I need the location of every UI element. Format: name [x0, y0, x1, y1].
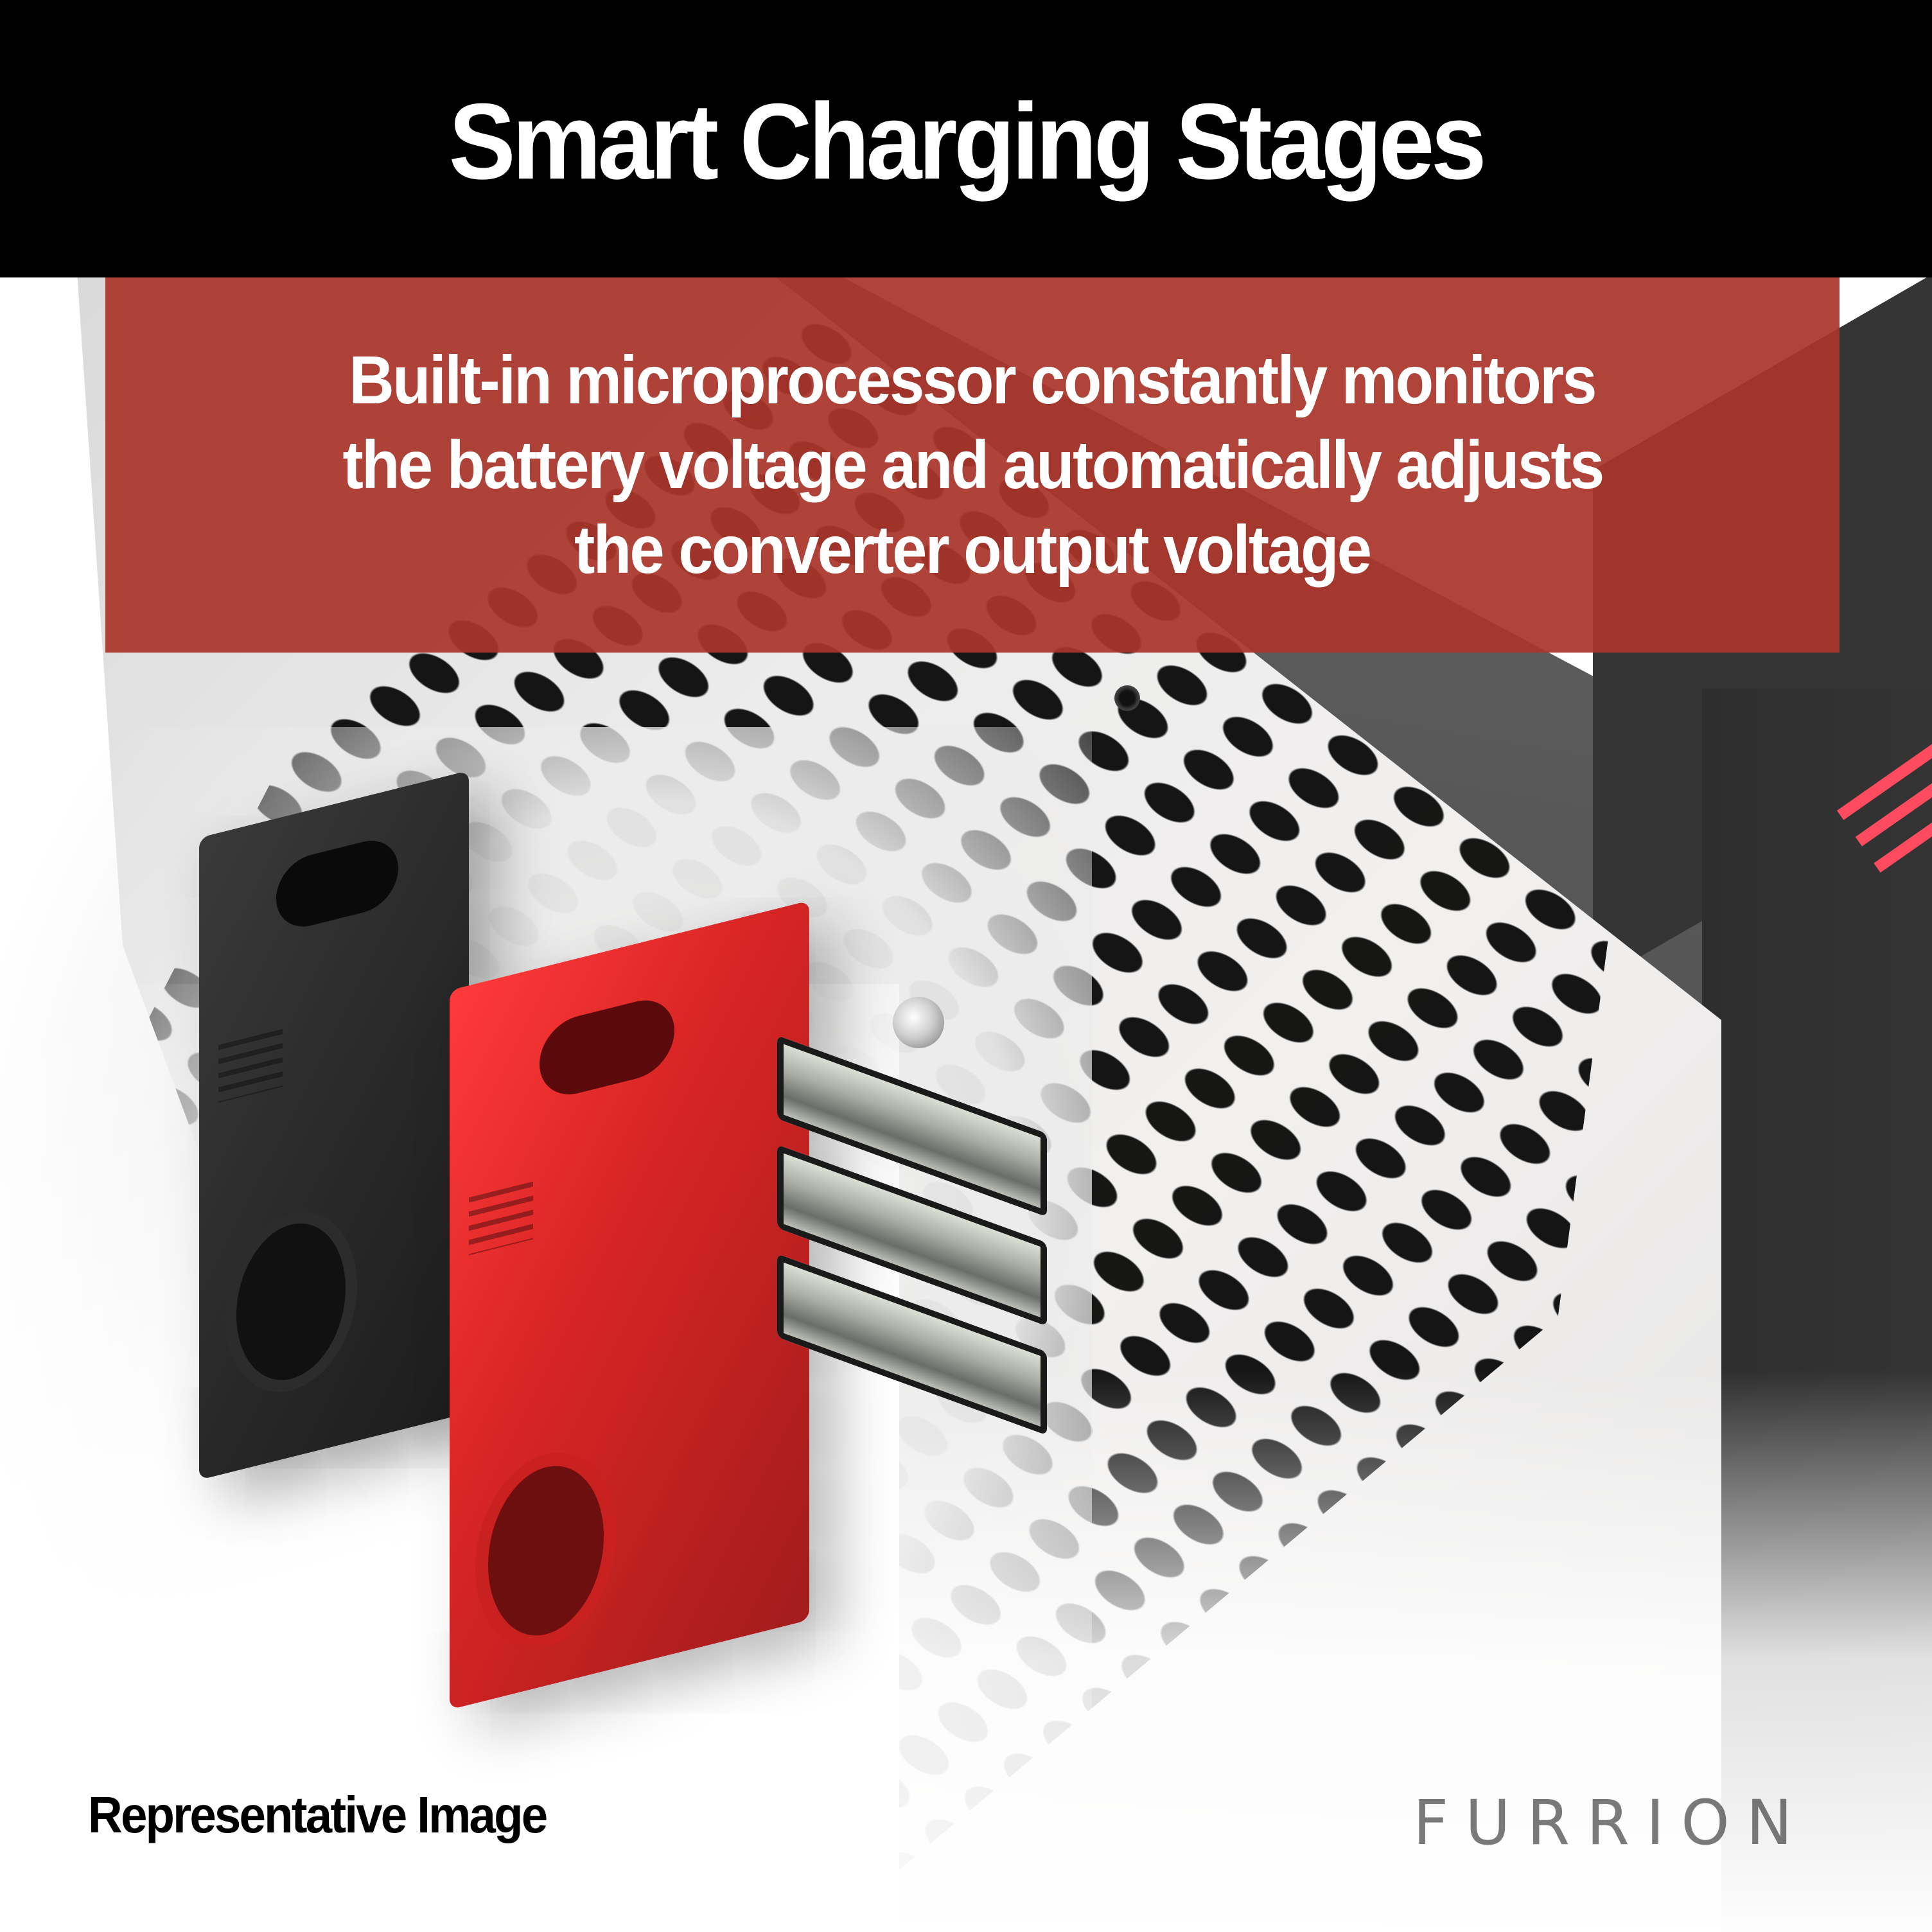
representative-image-caption: Representative Image	[88, 1786, 548, 1843]
terminal-bore	[225, 1197, 357, 1407]
page-title: Smart Charging Stages	[448, 80, 1487, 202]
terminal-slot	[540, 992, 674, 1103]
positive-terminal	[450, 900, 809, 1710]
info-line-1: Built-in microprocessor constantly monit…	[349, 342, 1597, 418]
info-banner: Built-in microprocessor constantly monit…	[105, 277, 1840, 653]
housing-screw-icon	[1114, 685, 1140, 711]
ground-screw-icon	[893, 997, 944, 1048]
info-line-2: the battery voltage and automatically ad…	[342, 427, 1604, 503]
terminal-slot	[276, 833, 398, 935]
header-bar: Smart Charging Stages	[0, 0, 1932, 277]
terminal-grip-lines	[218, 1028, 283, 1103]
negative-terminal	[199, 770, 469, 1480]
terminal-bore	[475, 1436, 617, 1665]
brand-logo: FURRION	[1413, 1787, 1809, 1859]
info-line-3: the converter output voltage	[574, 512, 1372, 588]
terminal-grip-lines	[469, 1181, 533, 1256]
floor-fade	[0, 1369, 1932, 1932]
